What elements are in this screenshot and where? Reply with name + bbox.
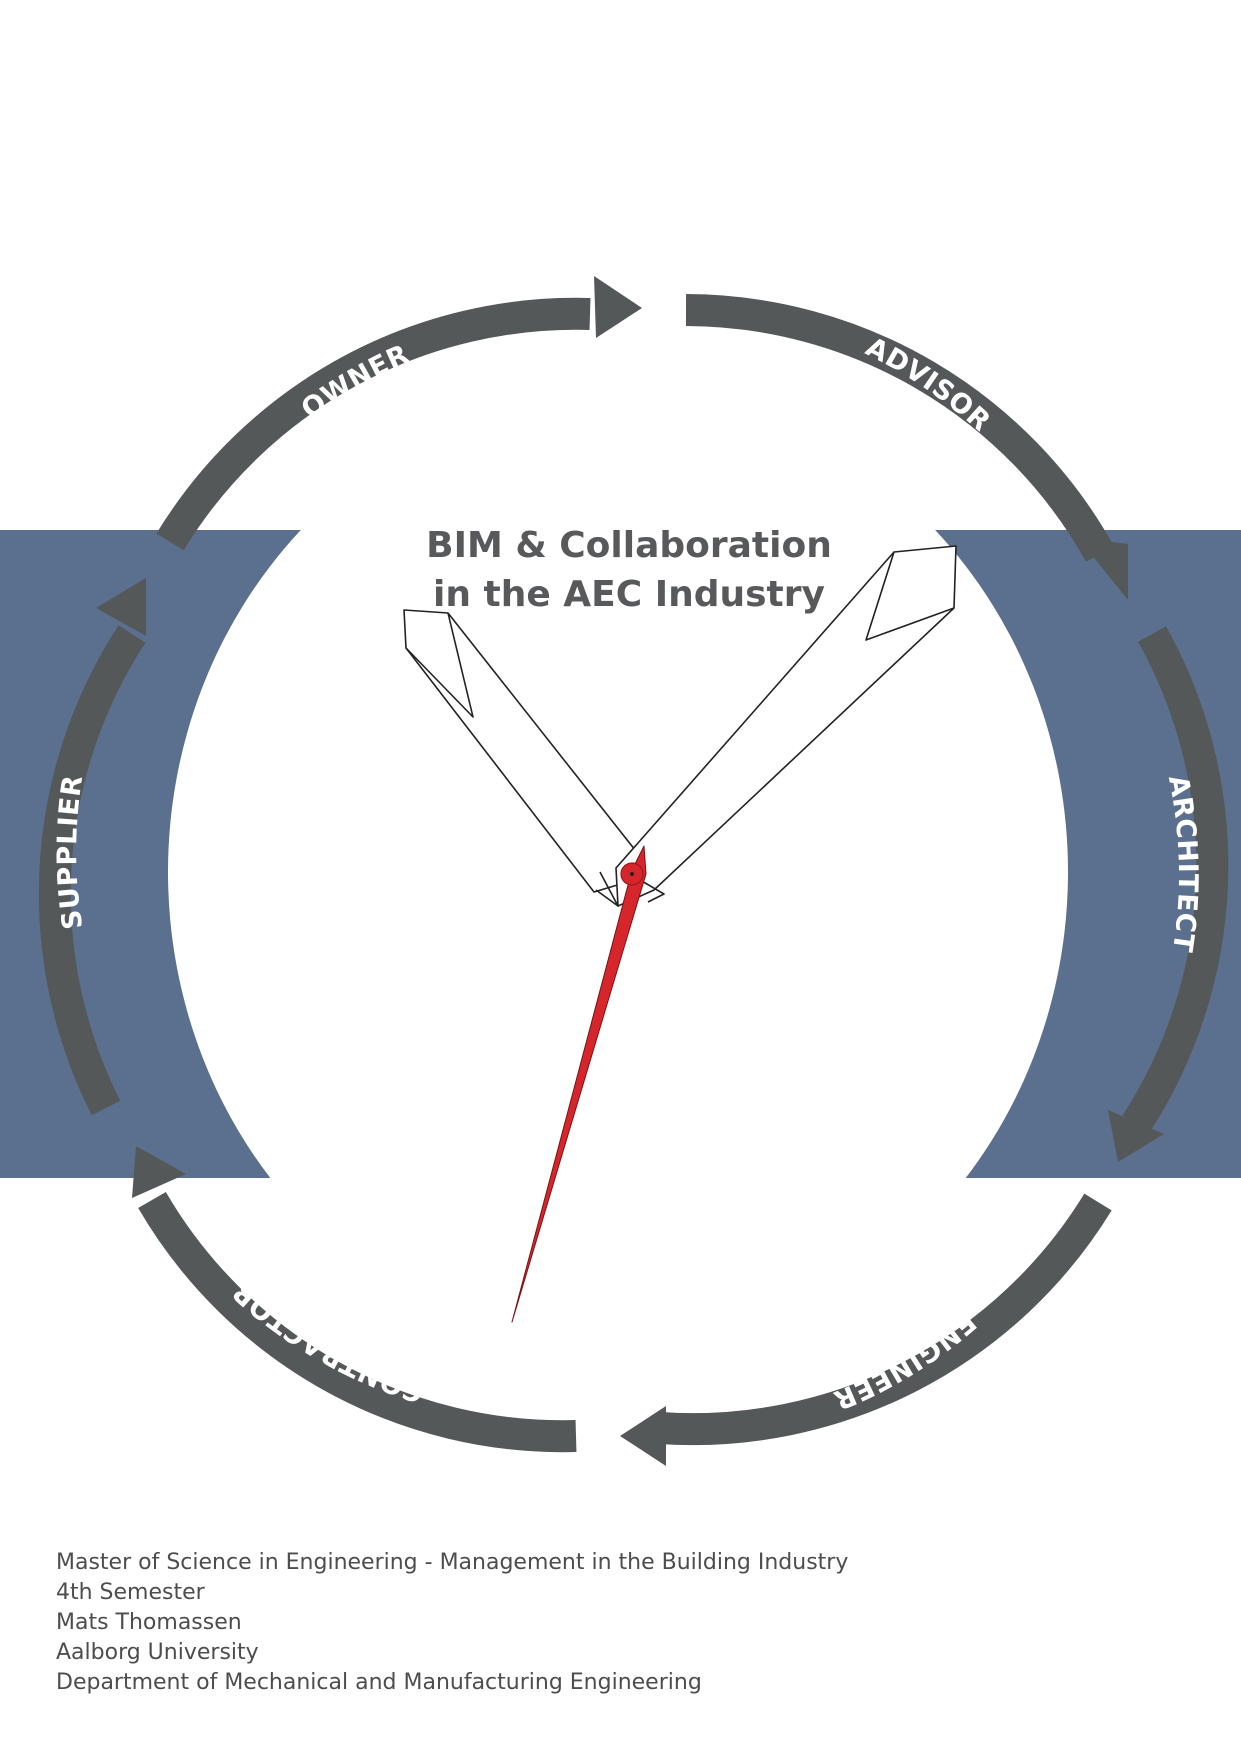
title-line-2: in the AEC Industry	[433, 574, 825, 615]
footer-university: Aalborg University	[56, 1640, 259, 1665]
right-band	[620, 530, 1241, 1178]
role-label-advisor: ADVISOR	[861, 332, 997, 439]
arrow-engineer-to-contractor	[620, 1193, 1112, 1466]
cover-footer: Master of Science in Engineering - Manag…	[56, 1548, 1156, 1698]
arrow-contractor-to-supplier	[132, 1146, 577, 1453]
cycle-arrows	[38, 276, 1229, 1466]
arrow-architect-to-engineer	[1108, 626, 1229, 1162]
second-hand	[511, 845, 647, 1323]
arrow-supplier-to-owner	[38, 578, 146, 1116]
footer-programme: Master of Science in Engineering - Manag…	[56, 1550, 849, 1575]
minute-hand	[615, 545, 957, 907]
role-label-supplier: SUPPLIER	[52, 773, 89, 932]
footer-author: Mats Thomassen	[56, 1610, 242, 1635]
left-band	[0, 530, 620, 1178]
arrow-owner-to-advisor	[156, 276, 642, 551]
footer-department: Department of Mechanical and Manufacturi…	[56, 1670, 702, 1695]
clock-hands	[403, 545, 957, 1323]
footer-semester: 4th Semester	[56, 1580, 205, 1605]
arrow-advisor-to-architect	[685, 294, 1128, 600]
hour-hand	[403, 609, 655, 907]
title-line-1: BIM & Collaboration	[426, 525, 832, 566]
